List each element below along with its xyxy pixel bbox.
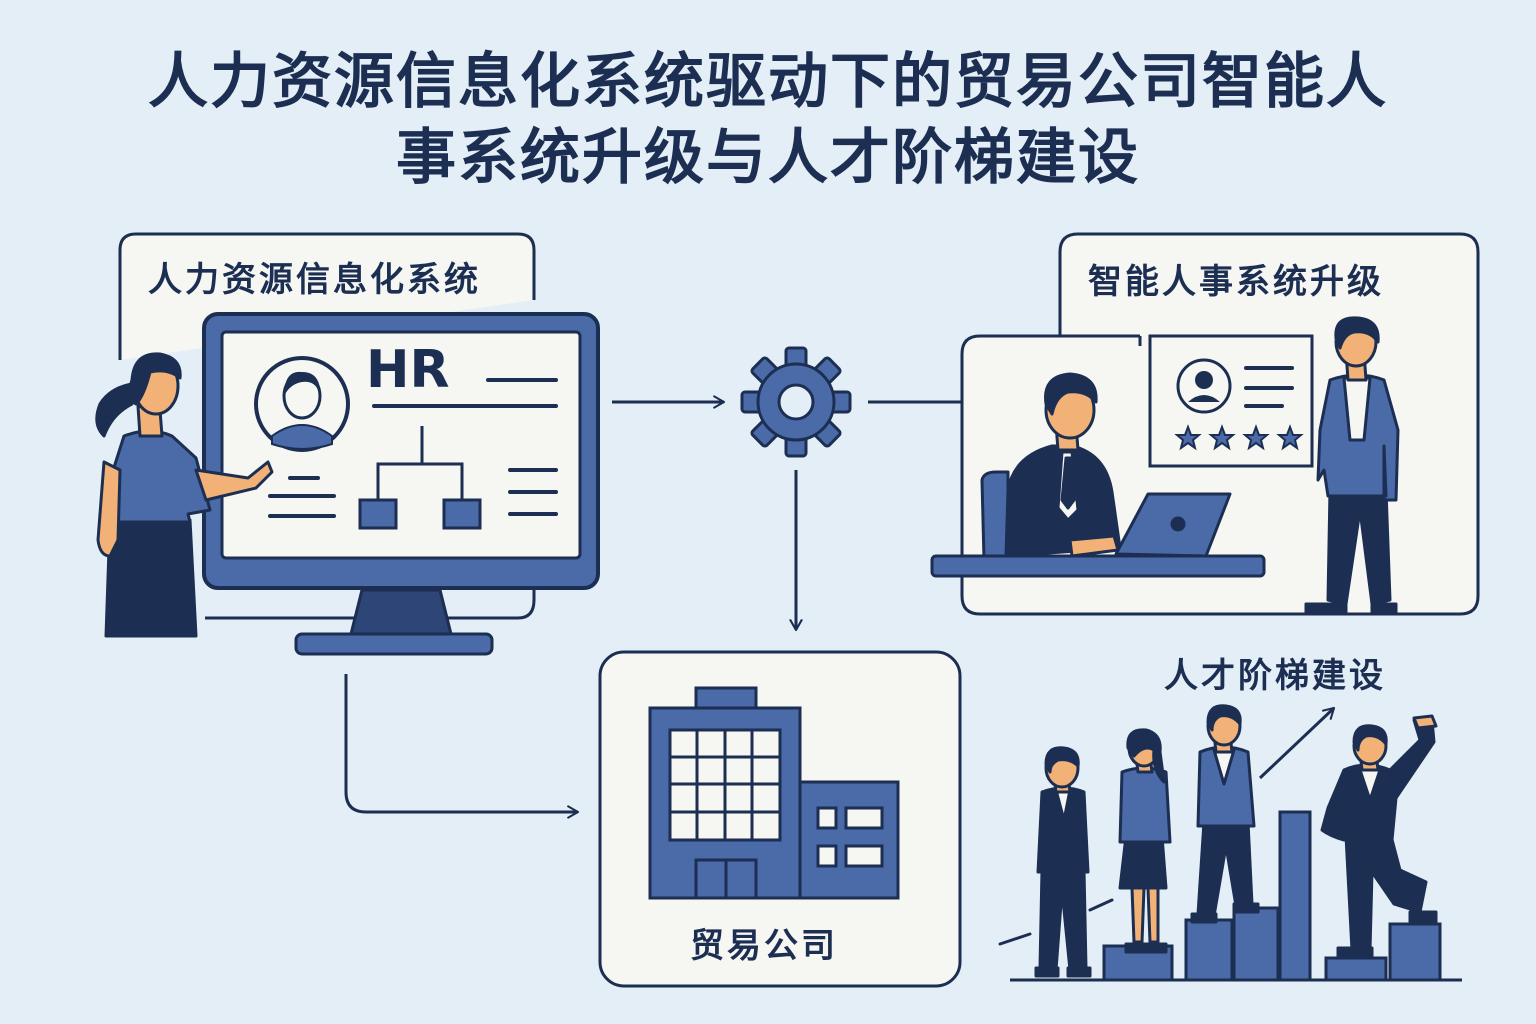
rating-stars-icon [1174, 424, 1304, 451]
trade-company-label: 贸易公司 [690, 926, 838, 966]
title-line-2: 事系统升级与人才阶梯建设 [396, 123, 1140, 193]
employee-level-2-icon [1118, 728, 1172, 954]
screen-text-lines [268, 378, 558, 518]
office-worker-icon [930, 372, 1266, 578]
employee-level-3-icon [1190, 704, 1260, 924]
org-chart-icon [358, 426, 482, 530]
hr-frame-bottom [205, 590, 536, 620]
smart-upgrade-label: 智能人事系统升级 [1088, 262, 1384, 302]
gear-icon [740, 346, 852, 458]
hr-screen-text: HR [366, 340, 450, 400]
hr-profile-avatar-icon [254, 356, 350, 452]
office-building-icon [648, 686, 900, 900]
talent-ladder-label: 人才阶梯建设 [1164, 656, 1386, 696]
hr-system-label: 人力资源信息化系统 [148, 260, 481, 300]
diagram-title: 人力资源信息化系统驱动下的贸易公司智能人 事系统升级与人才阶梯建设 [0, 44, 1536, 196]
progress-dashes [998, 898, 1114, 946]
talent-ladder-steps-icon [1102, 810, 1442, 982]
arrow-hr-to-company [344, 674, 580, 819]
growth-arrow-icon [1258, 706, 1336, 780]
woman-presenter-icon [95, 352, 274, 638]
title-line-1: 人力资源信息化系统驱动下的贸易公司智能人 [148, 47, 1388, 117]
standing-manager-icon [1304, 316, 1400, 616]
employee-level-1-icon [1034, 746, 1092, 978]
employee-level-4-icon [1320, 714, 1438, 960]
resume-card-icon [1148, 334, 1314, 468]
